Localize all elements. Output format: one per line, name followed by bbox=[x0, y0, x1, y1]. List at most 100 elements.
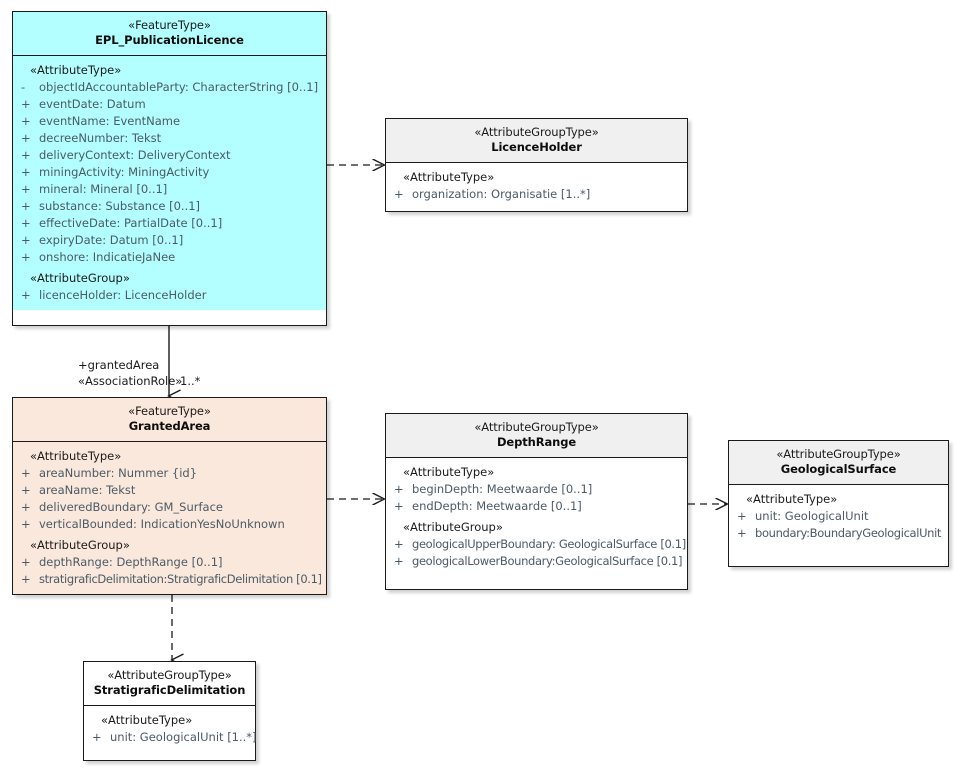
class-header-granted-area: «FeatureType» GrantedArea bbox=[13, 398, 326, 442]
attribute-visibility: + bbox=[21, 147, 31, 162]
attribute-visibility: + bbox=[92, 729, 102, 744]
compartment-label: «AttributeType» bbox=[30, 62, 122, 77]
class-header-depth-range: «AttributeGroupType» DepthRange bbox=[386, 414, 687, 458]
class-licence-holder[interactable]: «AttributeGroupType» LicenceHolder «Attr… bbox=[385, 118, 688, 212]
class-name: LicenceHolder bbox=[491, 140, 582, 155]
attribute-text: mineral: Mineral [0..1] bbox=[39, 181, 168, 196]
attribute-visibility: + bbox=[394, 186, 404, 201]
attribute-text: boundary:BoundaryGeologicalUnit bbox=[755, 525, 942, 540]
attribute-row[interactable]: + areaName: Tekst bbox=[19, 482, 322, 499]
attribute-visibility: + bbox=[394, 481, 404, 496]
attribute-visibility: + bbox=[21, 554, 31, 569]
class-header-stratigrafic-delimitation: «AttributeGroupType» StratigraficDelimit… bbox=[84, 662, 255, 706]
attribute-row[interactable]: + organization: Organisatie [1..*] bbox=[392, 186, 683, 203]
attribute-visibility: + bbox=[737, 508, 747, 523]
class-stratigrafic-delimitation[interactable]: «AttributeGroupType» StratigraficDelimit… bbox=[83, 661, 257, 761]
attribute-row[interactable]: + effectiveDate: PartialDate [0..1] bbox=[19, 215, 322, 232]
attribute-row[interactable]: + expiryDate: Datum [0..1] bbox=[19, 232, 322, 249]
attribute-visibility: + bbox=[21, 113, 31, 128]
attribute-text: effectiveDate: PartialDate [0..1] bbox=[39, 215, 223, 230]
class-stereotype: «AttributeGroupType» bbox=[107, 668, 232, 682]
class-header-geological-surface: «AttributeGroupType» GeologicalSurface bbox=[729, 441, 948, 485]
attribute-visibility: + bbox=[394, 536, 404, 551]
association-role-name: +grantedArea bbox=[78, 358, 160, 372]
attribute-row[interactable]: + licenceHolder: LicenceHolder bbox=[19, 287, 322, 304]
attribute-row[interactable]: + deliveredBoundary: GM_Surface bbox=[19, 499, 322, 516]
attribute-row[interactable]: + eventName: EventName bbox=[19, 113, 322, 130]
class-stereotype: «FeatureType» bbox=[128, 404, 211, 418]
attribute-row[interactable]: + areaNumber: Nummer {id} bbox=[19, 465, 322, 482]
attribute-text: verticalBounded: IndicationYesNoUnknown bbox=[39, 516, 285, 531]
attribute-text: stratigraficDelimitation:StratigraficDel… bbox=[39, 571, 322, 586]
attribute-row[interactable]: + beginDepth: Meetwaarde [0..1] bbox=[392, 481, 683, 498]
attribute-visibility: + bbox=[394, 553, 404, 568]
attribute-row[interactable]: + boundary:BoundaryGeologicalUnit bbox=[735, 525, 944, 542]
attribute-visibility: + bbox=[21, 232, 31, 247]
attribute-visibility: + bbox=[21, 482, 31, 497]
association-role-stereotype: «AssociationRole» bbox=[78, 374, 183, 388]
class-epl-publication-licence[interactable]: «FeatureType» EPL_PublicationLicence «At… bbox=[12, 11, 327, 326]
attribute-text: deliveryContext: DeliveryContext bbox=[39, 147, 231, 162]
attribute-row[interactable]: + geologicalLowerBoundary:GeologicalSurf… bbox=[392, 553, 683, 570]
class-header-epl-publication-licence: «FeatureType» EPL_PublicationLicence bbox=[13, 12, 326, 56]
class-name: GeologicalSurface bbox=[780, 462, 897, 477]
class-name: EPL_PublicationLicence bbox=[95, 33, 244, 48]
attribute-visibility: + bbox=[394, 498, 404, 513]
attribute-text: geologicalUpperBoundary: GeologicalSurfa… bbox=[412, 536, 686, 551]
attribute-row[interactable]: + geologicalUpperBoundary: GeologicalSur… bbox=[392, 536, 686, 553]
compartment-label: «AttributeGroup» bbox=[30, 537, 130, 552]
attribute-visibility: + bbox=[21, 96, 31, 111]
attribute-text: endDepth: Meetwaarde [0..1] bbox=[412, 498, 582, 513]
attribute-row[interactable]: + depthRange: DepthRange [0..1] bbox=[19, 554, 322, 571]
attribute-text: licenceHolder: LicenceHolder bbox=[39, 287, 207, 302]
attribute-row[interactable]: + endDepth: Meetwaarde [0..1] bbox=[392, 498, 683, 515]
class-body-licence-holder: «AttributeType» + organization: Organisa… bbox=[386, 162, 687, 209]
attribute-text: organization: Organisatie [1..*] bbox=[412, 186, 591, 201]
attribute-row[interactable]: + stratigraficDelimitation:StratigraficD… bbox=[19, 571, 322, 588]
attribute-row[interactable]: + substance: Substance [0..1] bbox=[19, 198, 322, 215]
class-granted-area[interactable]: «FeatureType» GrantedArea «AttributeType… bbox=[12, 397, 327, 595]
attribute-row[interactable]: + mineral: Mineral [0..1] bbox=[19, 181, 322, 198]
attribute-row[interactable]: - objectIdAccountableParty: CharacterStr… bbox=[19, 79, 322, 96]
attribute-visibility: + bbox=[21, 571, 31, 586]
attribute-text: onshore: IndicatieJaNee bbox=[39, 249, 176, 264]
attribute-text: depthRange: DepthRange [0..1] bbox=[39, 554, 223, 569]
attribute-visibility: + bbox=[737, 525, 747, 540]
attribute-row[interactable]: + decreeNumber: Tekst bbox=[19, 130, 322, 147]
attribute-row[interactable]: + unit: GeologicalUnit [1..*] bbox=[90, 729, 257, 746]
attribute-text: decreeNumber: Tekst bbox=[39, 130, 162, 145]
attribute-text: substance: Substance [0..1] bbox=[39, 198, 201, 213]
compartment-label: «AttributeGroup» bbox=[30, 270, 130, 285]
class-name: GrantedArea bbox=[128, 419, 211, 434]
attribute-row[interactable]: + unit: GeologicalUnit bbox=[735, 508, 944, 525]
compartment-label: «AttributeType» bbox=[403, 464, 495, 479]
attribute-text: miningActivity: MiningActivity bbox=[39, 164, 210, 179]
attribute-row[interactable]: + deliveryContext: DeliveryContext bbox=[19, 147, 322, 164]
attribute-row[interactable]: + miningActivity: MiningActivity bbox=[19, 164, 322, 181]
attribute-visibility: + bbox=[21, 164, 31, 179]
class-name: StratigraficDelimitation bbox=[93, 683, 246, 698]
attribute-text: objectIdAccountableParty: CharacterStrin… bbox=[39, 79, 319, 94]
attribute-text: deliveredBoundary: GM_Surface bbox=[39, 499, 223, 514]
attribute-text: eventName: EventName bbox=[39, 113, 181, 128]
attribute-text: beginDepth: Meetwaarde [0..1] bbox=[412, 481, 593, 496]
compartment-label: «AttributeGroup» bbox=[403, 519, 503, 534]
attribute-visibility: - bbox=[21, 79, 26, 94]
attribute-row[interactable]: + onshore: IndicatieJaNee bbox=[19, 249, 322, 266]
class-depth-range[interactable]: «AttributeGroupType» DepthRange «Attribu… bbox=[385, 413, 688, 590]
class-geological-surface[interactable]: «AttributeGroupType» GeologicalSurface «… bbox=[728, 440, 949, 567]
attribute-visibility: + bbox=[21, 465, 31, 480]
class-header-licence-holder: «AttributeGroupType» LicenceHolder bbox=[386, 119, 687, 163]
attribute-row[interactable]: + verticalBounded: IndicationYesNoUnknow… bbox=[19, 516, 322, 533]
attribute-text: eventDate: Datum bbox=[39, 96, 146, 111]
attribute-row[interactable]: + eventDate: Datum bbox=[19, 96, 322, 113]
class-stereotype: «FeatureType» bbox=[128, 18, 211, 32]
attribute-visibility: + bbox=[21, 181, 31, 196]
attribute-text: areaName: Tekst bbox=[39, 482, 136, 497]
class-body-geological-surface: «AttributeType» + unit: GeologicalUnit +… bbox=[729, 484, 948, 548]
class-stereotype: «AttributeGroupType» bbox=[474, 420, 599, 434]
attribute-visibility: + bbox=[21, 198, 31, 213]
attribute-visibility: + bbox=[21, 516, 31, 531]
class-body-epl-publication-licence: «AttributeType» - objectIdAccountablePar… bbox=[13, 55, 326, 310]
